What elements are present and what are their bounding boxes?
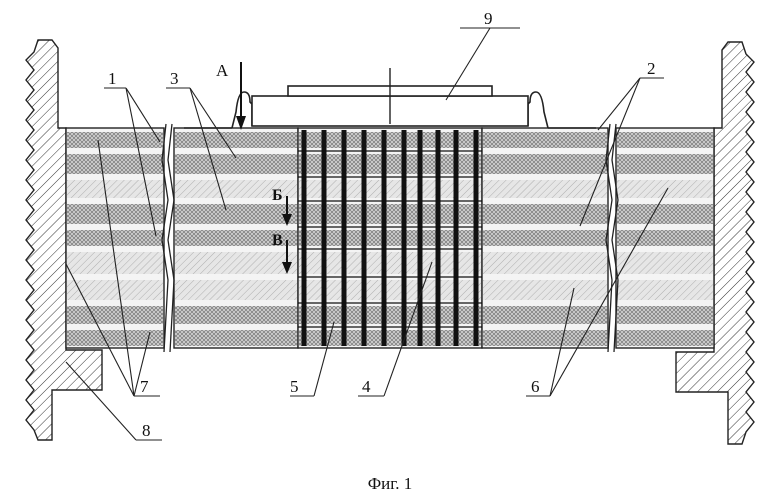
label-7: 7 — [140, 377, 149, 396]
label-b: Б — [272, 187, 283, 204]
label-3: 3 — [170, 69, 179, 88]
label-4: 4 — [362, 377, 371, 396]
label-9: 9 — [484, 9, 493, 28]
board-stack — [66, 124, 714, 352]
label-6: 6 — [531, 377, 540, 396]
figure-caption: Фиг. 1 — [0, 474, 780, 494]
break-line-left-2 — [168, 124, 174, 352]
label-2: 2 — [647, 59, 656, 78]
component-package — [184, 68, 596, 128]
label-a: А — [216, 61, 229, 80]
arrow-a — [236, 62, 246, 130]
label-8: 8 — [142, 421, 151, 440]
label-1: 1 — [108, 69, 117, 88]
label-v: В — [272, 232, 283, 249]
label-5: 5 — [290, 377, 299, 396]
